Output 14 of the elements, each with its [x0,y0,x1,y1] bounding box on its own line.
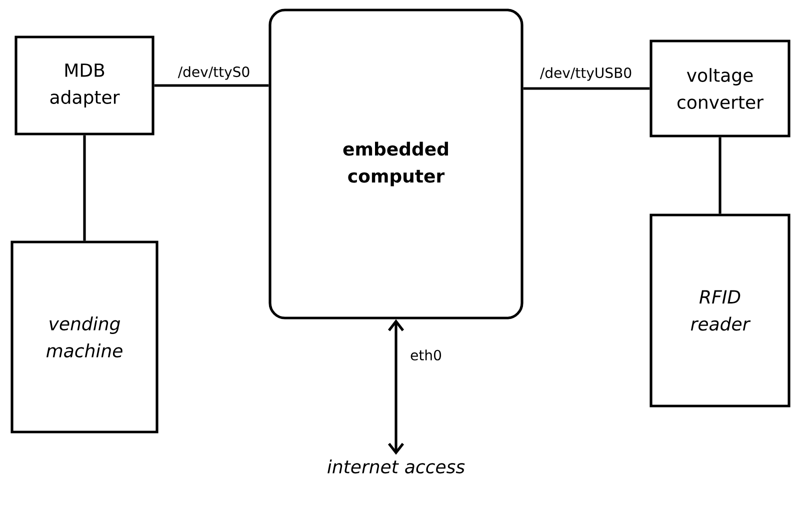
reader-box: RFID reader [650,214,790,408]
arrow [388,319,404,455]
edge-label: /dev/ttyUSB0 [538,66,634,82]
connector-line [154,84,269,87]
adapter-box: MDB adapter [14,36,154,136]
connector-line [83,135,86,241]
endpoint-text: internet access [328,460,465,474]
connector-line [523,87,650,90]
connector-line [718,137,722,214]
edge-label: /dev/ttyS0 [176,65,252,81]
converter-box: voltage converter [650,40,790,138]
computer-box: embedded computer [268,8,524,320]
machine-box: vending machine [10,240,158,434]
edge-label: eth0 [409,348,443,362]
